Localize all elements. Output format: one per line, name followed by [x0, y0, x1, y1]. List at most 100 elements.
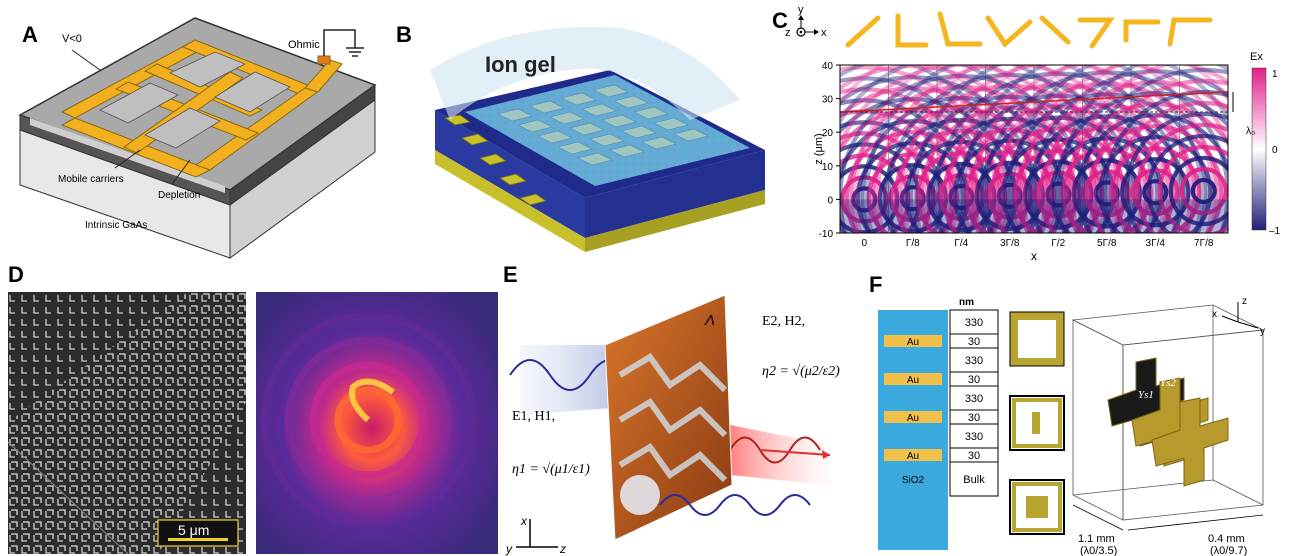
- vortex-beam-image: [256, 292, 498, 554]
- wavefront-ring: [1157, 144, 1228, 233]
- reflected-wave: [659, 494, 811, 516]
- panel-label-a: A: [22, 22, 38, 47]
- depth-dim-line: [1127, 514, 1264, 531]
- y-axis-label: z (μm): [813, 133, 825, 164]
- width-dim-ratio: (λ0/3.5): [1080, 545, 1117, 556]
- graphene-patches: [497, 84, 709, 166]
- wavefront-ring: [1113, 100, 1228, 233]
- panel-e-metasurface-schematic: Λ E2, H2, η2 = √(μ2/ε2) E1, H1, η1 = √(μ…: [505, 294, 840, 556]
- wavefront-ring: [1058, 65, 1141, 233]
- y-tick-label: 0: [827, 195, 833, 206]
- depth-dim-ratio: (λ0/9.7): [1210, 545, 1247, 556]
- y-tick-label: 10: [822, 162, 834, 173]
- wavefront-ring: [994, 81, 1219, 233]
- colorbar-tick-min: –1: [1269, 226, 1281, 237]
- impedance1-label: η1 = √(μ1/ε1): [512, 462, 590, 477]
- e-axes-icon: [516, 519, 558, 548]
- svg-text:y: y: [1260, 326, 1265, 337]
- panel-label-c: C: [772, 8, 788, 33]
- wavefront-ring: [1124, 111, 1228, 233]
- substrate-column: [878, 310, 948, 550]
- scale-bar-box: [157, 519, 239, 547]
- backgate-front: [435, 150, 585, 252]
- y-tick-label: 20: [822, 128, 834, 139]
- metal-label: Au: [907, 337, 919, 348]
- carrier-layer: [30, 118, 225, 193]
- substrate-side: [585, 150, 765, 238]
- wavefront-ring: [1190, 177, 1217, 205]
- wavefront-ring: [1179, 166, 1228, 216]
- field1-label: E1, H1,: [512, 409, 555, 424]
- wavefront-ring: [1120, 157, 1191, 228]
- y-tick-label: 40: [822, 61, 834, 72]
- svg-text:z: z: [1242, 296, 1247, 307]
- transmitted-wave: [729, 436, 821, 464]
- scattered-sphere: [620, 475, 660, 515]
- colorbar-tick-max: 1: [1272, 69, 1278, 80]
- impedance2-label: η2 = √(μ2/ε2): [762, 364, 840, 379]
- wavefront-ring: [950, 65, 1228, 233]
- x-tick-label: 3Γ/8: [1000, 238, 1020, 249]
- layer-thickness: 30: [968, 450, 980, 462]
- scale-bar: [168, 538, 228, 541]
- scale-bar-label: 5 μm: [178, 522, 209, 538]
- ion-gel-overlay: [430, 26, 740, 120]
- carriers-leader: [114, 149, 141, 169]
- wavefront-ring: [1032, 69, 1228, 233]
- wavefront-ring: [1080, 67, 1228, 233]
- thickness-header: nm: [959, 297, 974, 308]
- panel-label-b: B: [396, 22, 412, 47]
- wavefront-ring: [1087, 124, 1224, 233]
- layer-thickness: 30: [968, 336, 980, 348]
- gate-label: V<0: [62, 33, 82, 45]
- wavefront-ring: [1168, 155, 1228, 227]
- y-tick-label: -10: [819, 229, 834, 240]
- panel-label-d: D: [8, 262, 24, 287]
- ohmic-label: Ohmic: [288, 39, 320, 51]
- gold-layer: [884, 335, 942, 347]
- x-axis-label: x: [1031, 249, 1037, 263]
- wavefront-ring: [946, 82, 1171, 233]
- panel-a-device-schematic: V<0 Ohmic Mobile carriers Depletion Intr…: [18, 17, 377, 259]
- wavefront-ring: [1142, 179, 1169, 206]
- f-axes-icon: [1221, 302, 1259, 329]
- stacked-resonators: [1107, 357, 1229, 487]
- gold-contact-pads: [444, 114, 547, 206]
- depletion-label: Depletion: [158, 190, 200, 201]
- wavefront-ring: [840, 86, 1025, 233]
- colorbar-label: Ex: [1250, 51, 1263, 63]
- svg-text:x: x: [821, 27, 827, 39]
- vortex-rings: [260, 312, 476, 528]
- layer-row: [949, 309, 999, 335]
- wavelength-marker: λ₀: [1246, 126, 1255, 137]
- carriers-label: Mobile carriers: [58, 174, 124, 185]
- layer-thickness: 30: [968, 412, 980, 424]
- v-antenna-icons: [845, 11, 1213, 49]
- substrate-label: Intrinsic GaAs: [85, 220, 147, 231]
- wavefront-ring: [1043, 80, 1228, 233]
- svg-text:z: z: [559, 542, 566, 556]
- gold-layer: [884, 449, 942, 461]
- metal-label: Au: [907, 413, 919, 424]
- sheet-ribbons: [618, 353, 728, 483]
- svg-text:x: x: [1212, 309, 1217, 320]
- wavefront-ring: [961, 65, 1228, 233]
- wavefront-ring: [840, 87, 977, 233]
- gold-layer: [884, 411, 942, 423]
- substrate-label: SiO2: [902, 475, 925, 486]
- svg-text:x: x: [520, 514, 528, 528]
- width-dim-label: 1.1 mm: [1078, 533, 1115, 545]
- admittance-1: Ys1: [1138, 389, 1154, 401]
- period-label: Λ: [704, 312, 715, 329]
- colorbar: [1251, 67, 1267, 231]
- ground-icon: [323, 29, 364, 57]
- wavefront-ring: [1047, 65, 1119, 233]
- metal-label: Au: [907, 375, 919, 386]
- wavefront-ring: [1069, 65, 1173, 233]
- layer-row: [949, 423, 999, 449]
- wavefront-ring: [1146, 133, 1228, 233]
- wavefront-ring: [1010, 65, 1228, 233]
- x-tick-label: Γ/8: [906, 238, 920, 249]
